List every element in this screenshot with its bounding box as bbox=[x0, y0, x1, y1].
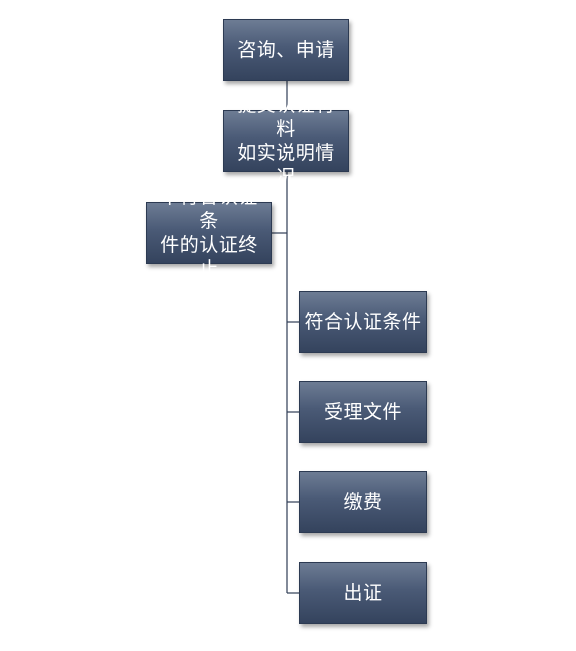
node-submit-materials: 提交认证材料 如实说明情况 bbox=[223, 94, 349, 188]
node-consult-apply: 咨询、申请 bbox=[223, 19, 349, 81]
node-issue-certificate: 出证 bbox=[299, 562, 427, 624]
node-accept-documents: 受理文件 bbox=[299, 381, 427, 443]
node-payment: 缴费 bbox=[299, 471, 427, 533]
node-certification-terminated: 不符合认证条 件的认证终止 bbox=[146, 186, 272, 280]
node-meets-conditions: 符合认证条件 bbox=[299, 291, 427, 353]
